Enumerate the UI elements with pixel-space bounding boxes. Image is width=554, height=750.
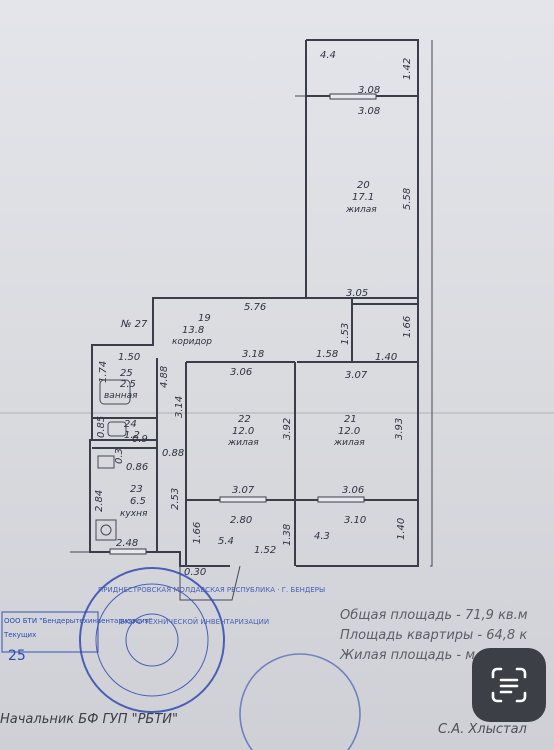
- svg-text:3.92: 3.92: [282, 418, 293, 440]
- paper-fold: [0, 412, 554, 414]
- svg-text:1.38: 1.38: [282, 524, 293, 546]
- svg-text:1.58: 1.58: [316, 349, 338, 360]
- svg-text:1.42: 1.42: [402, 58, 413, 80]
- svg-text:1.66: 1.66: [402, 316, 413, 338]
- signer-name: С.А. Хлыстал: [438, 722, 527, 737]
- room-19-area: 13.8: [182, 325, 204, 336]
- area-loggia-left: 5.4: [218, 536, 234, 547]
- svg-text:0.30: 0.30: [184, 567, 206, 578]
- total-area: Общая площадь - 71,9 кв.м: [340, 608, 528, 623]
- svg-text:1.52: 1.52: [254, 545, 276, 556]
- svg-text:25: 25: [8, 648, 26, 664]
- stamp-left: ООО БТИ "Бендерытехинвентаризация" Текущ…: [1, 611, 152, 664]
- room-20-id: 20: [357, 180, 370, 191]
- walls: [70, 39, 433, 601]
- svg-text:3.93: 3.93: [394, 418, 405, 440]
- room-25-area: 2.5: [120, 379, 136, 390]
- room-24-area: 1.2: [124, 430, 140, 441]
- room-19-id: 19: [198, 313, 211, 324]
- svg-text:0.85: 0.85: [96, 416, 107, 438]
- svg-text:0.3: 0.3: [114, 448, 125, 464]
- room-23-id: 23: [130, 484, 143, 495]
- room-20-name: жилая: [345, 205, 377, 215]
- svg-text:1.50: 1.50: [118, 352, 140, 363]
- room-23-name: кухня: [120, 509, 148, 519]
- svg-text:3.14: 3.14: [174, 396, 185, 418]
- room-22-name: жилая: [227, 438, 259, 448]
- area-balcony-top: 4.4: [320, 50, 336, 61]
- svg-text:0.88: 0.88: [162, 448, 184, 459]
- svg-text:3.08: 3.08: [358, 85, 380, 96]
- svg-text:3.08: 3.08: [358, 106, 380, 117]
- scan-text-icon: [491, 667, 527, 703]
- apartment-number: № 27: [120, 319, 148, 330]
- area-loggia-right: 4.3: [314, 531, 330, 542]
- svg-text:ПРИДНЕСТРОВСКАЯ МОЛДАВСКАЯ РЕС: ПРИДНЕСТРОВСКАЯ МОЛДАВСКАЯ РЕСПУБЛИКА · …: [98, 586, 325, 594]
- room-20-area: 17.1: [352, 192, 374, 203]
- svg-text:Текущих: Текущих: [3, 631, 36, 639]
- svg-text:5.58: 5.58: [402, 188, 413, 210]
- svg-text:2.80: 2.80: [230, 515, 252, 526]
- room-21-id: 21: [344, 414, 357, 425]
- svg-text:2.48: 2.48: [116, 538, 138, 549]
- svg-text:1.40: 1.40: [375, 352, 397, 363]
- svg-text:3.06: 3.06: [342, 485, 364, 496]
- stamp-round: ПРИДНЕСТРОВСКАЯ МОЛДАВСКАЯ РЕСПУБЛИКА · …: [79, 567, 325, 713]
- svg-text:3.05: 3.05: [346, 288, 368, 299]
- svg-text:0.9: 0.9: [132, 434, 148, 445]
- room-22-id: 22: [238, 414, 251, 425]
- room-19-name: коридор: [172, 337, 212, 347]
- svg-text:4.88: 4.88: [159, 366, 170, 388]
- room-22-area: 12.0: [232, 426, 254, 437]
- svg-text:1.53: 1.53: [340, 323, 351, 345]
- room-24-id: 24: [124, 419, 137, 430]
- room-21-name: жилая: [333, 438, 365, 448]
- svg-text:1.66: 1.66: [192, 522, 203, 544]
- living-area: Жилая площадь - м.: [340, 648, 480, 663]
- svg-text:3.10: 3.10: [344, 515, 366, 526]
- svg-text:БЮРО ТЕХНИЧЕСКОЙ ИНВЕНТАРИЗАЦИ: БЮРО ТЕХНИЧЕСКОЙ ИНВЕНТАРИЗАЦИИ: [120, 617, 269, 626]
- svg-text:0.86: 0.86: [126, 462, 148, 473]
- dimension-labels: 3.08 3.08 1.42 5.58 3.05 5.76 1.53 1.66 …: [94, 58, 413, 578]
- room-25-name: ванная: [104, 391, 138, 401]
- area-summary: Общая площадь - 71,9 кв.м Площадь кварти…: [340, 606, 554, 666]
- chief-signature-line: Начальник БФ ГУП "РБТИ": [0, 712, 178, 727]
- svg-text:1.74: 1.74: [98, 361, 109, 383]
- apartment-area: Площадь квартиры - 64,8 к: [340, 628, 528, 643]
- svg-text:3.18: 3.18: [242, 349, 264, 360]
- svg-text:3.07: 3.07: [232, 485, 255, 496]
- svg-text:ООО БТИ "Бендерытехинвентариза: ООО БТИ "Бендерытехинвентаризация": [4, 617, 152, 625]
- room-21-area: 12.0: [338, 426, 360, 437]
- svg-text:5.76: 5.76: [244, 302, 266, 313]
- svg-text:2.84: 2.84: [94, 490, 105, 512]
- svg-text:1.40: 1.40: [396, 518, 407, 540]
- svg-text:2.53: 2.53: [170, 488, 181, 510]
- stamp-round-right: [239, 653, 361, 750]
- svg-text:3.07: 3.07: [345, 370, 368, 381]
- room-23-area: 6.5: [130, 496, 146, 507]
- scan-text-button[interactable]: [472, 648, 546, 722]
- room-25-id: 25: [120, 368, 133, 379]
- svg-text:3.06: 3.06: [230, 367, 252, 378]
